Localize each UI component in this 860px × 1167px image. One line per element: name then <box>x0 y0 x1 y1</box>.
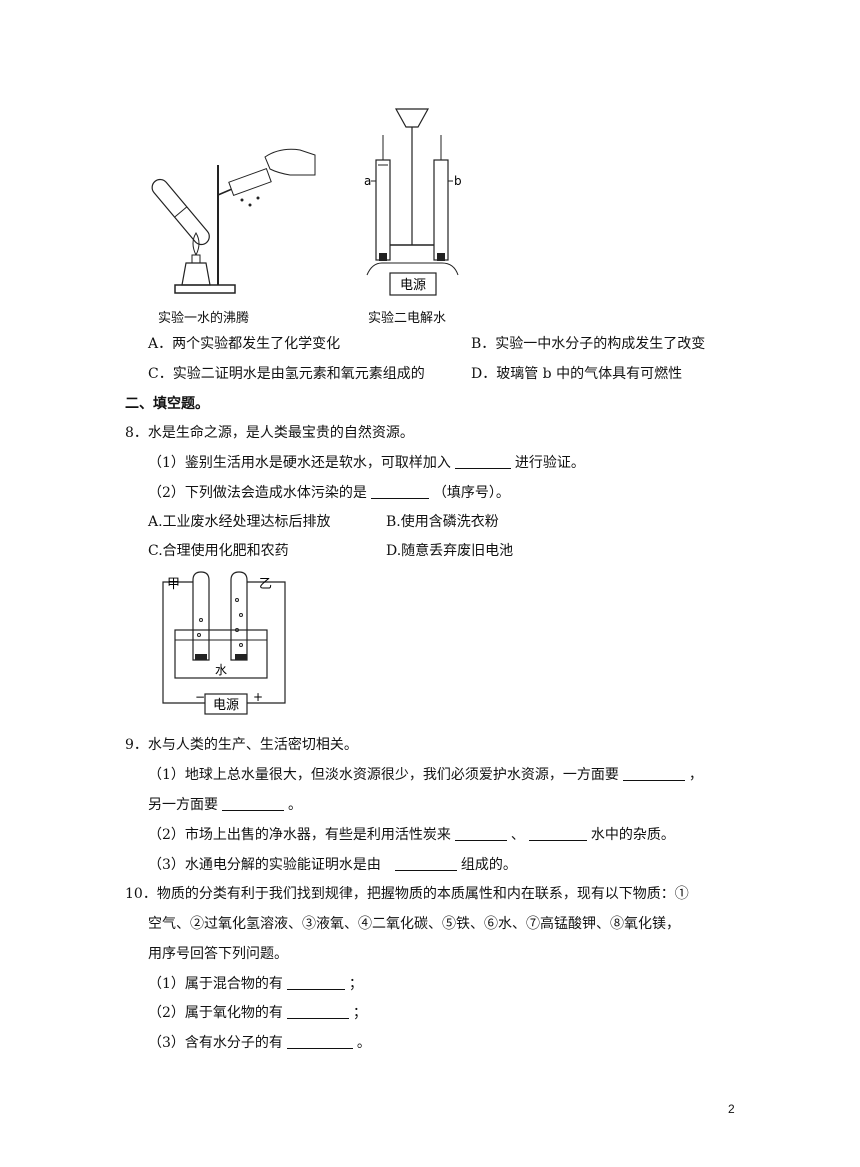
figure3-water-label: 水 <box>215 663 227 677</box>
q8-part2: （2）下列做法会造成水体污染的是 （填序号）。 <box>148 483 510 503</box>
q8-part2-pre: （2）下列做法会造成水体污染的是 <box>148 485 367 501</box>
q10-blank3[interactable] <box>286 1034 353 1049</box>
figure3-label-jia: 甲 <box>167 577 180 592</box>
q7-option-c: C．实验二证明水是由氢元素和氧元素组成的 <box>148 366 425 382</box>
q9-part1-line2-pre: 另一方面要 <box>148 797 218 813</box>
q8-option-c: C.合理使用化肥和农药 <box>148 543 289 559</box>
figure3-minus: − <box>195 690 205 704</box>
q8-blank1[interactable] <box>454 454 511 469</box>
q10-part1-post: ； <box>348 976 363 992</box>
q10-part2-pre: （2）属于氧化物的有 <box>148 1005 283 1021</box>
q8-option-a: A.工业废水经处理达标后排放 <box>148 514 331 530</box>
figure-electrolysis: 电源 a b <box>364 108 462 296</box>
q8-option-d: D.随意丢弃废旧电池 <box>386 543 514 559</box>
q8-option-b: B.使用含磷洗衣粉 <box>386 514 499 530</box>
q10-part1-pre: （1）属于混合物的有 <box>148 976 283 992</box>
figure3-plus: + <box>253 690 263 704</box>
figure2-power-label: 电源 <box>400 278 426 293</box>
q9-part3-post: 组成的。 <box>460 857 517 873</box>
q10-blank2[interactable] <box>286 1004 349 1019</box>
q10-part1: （1）属于混合物的有 ； <box>148 974 363 994</box>
q10-line1: 10．物质的分类有利于我们找到规律，把握物质的本质属性和内在联系，现有以下物质：… <box>125 886 689 902</box>
q8-stem: 8．水是生命之源，是人类最宝贵的自然资源。 <box>125 425 414 441</box>
q9-part1-end: ， <box>688 767 703 783</box>
q9-blank5[interactable] <box>394 856 457 871</box>
q9-stem: 9．水与人类的生产、生活密切相关。 <box>125 737 358 753</box>
q10-line3: 用序号回答下列问题。 <box>148 946 288 962</box>
page-number: 2 <box>728 1102 735 1116</box>
q9-blank3[interactable] <box>454 826 507 841</box>
q9-blank1[interactable] <box>622 766 685 781</box>
q9-part1-pre: （1）地球上总水量很大，但淡水资源很少，我们必须爱护水资源，一方面要 <box>148 767 619 783</box>
figure-electrolysis-jia-yi: 水 电源 − + 甲 乙 <box>162 571 286 715</box>
q9-part3-pre: （3）水通电分解的实验能证明水是由 <box>148 857 381 873</box>
q10-part3-pre: （3）含有水分子的有 <box>148 1035 283 1051</box>
figure-boiling-water <box>151 148 316 294</box>
q9-part2-post: 水中的杂质。 <box>590 827 675 843</box>
q9-blank4[interactable] <box>528 826 587 841</box>
q10-part2: （2）属于氧化物的有 ； <box>148 1003 367 1023</box>
q9-blank2[interactable] <box>222 796 284 811</box>
q8-part1-post: 进行验证。 <box>514 455 585 471</box>
figure1-caption: 实验一水的沸腾 <box>158 311 250 326</box>
q10-part2-post: ； <box>352 1005 367 1021</box>
figure2-label-a: a <box>364 174 371 188</box>
q10-blank1[interactable] <box>286 975 345 990</box>
q9-part3: （3）水通电分解的实验能证明水是由 组成的。 <box>148 855 517 875</box>
q9-part2-pre: （2）市场上出售的净水器，有些是利用活性炭来 <box>148 827 451 843</box>
figure2-caption: 实验二电解水 <box>368 311 447 326</box>
q8-part1: （1）鉴别生活用水是硬水还是软水，可取样加入 进行验证。 <box>148 453 585 473</box>
q9-part1: （1）地球上总水量很大，但淡水资源很少，我们必须爱护水资源，一方面要 ， <box>148 765 703 785</box>
q10-line2: 空气、②过氧化氢溶液、③液氧、④二氧化碳、⑤铁、⑥水、⑦高锰酸钾、⑧氧化镁， <box>148 916 680 932</box>
q9-part1-line2-post: 。 <box>288 797 302 813</box>
figure3-label-yi: 乙 <box>259 577 272 592</box>
figure2-label-b: b <box>454 174 462 188</box>
q8-part2-post: （填序号）。 <box>432 485 510 501</box>
q8-blank2[interactable] <box>370 484 429 499</box>
section-heading: 二、填空题。 <box>125 396 209 412</box>
q9-part2: （2）市场上出售的净水器，有些是利用活性炭来 、 水中的杂质。 <box>148 825 675 845</box>
q7-option-d: D．玻璃管 b 中的气体具有可燃性 <box>471 366 683 382</box>
q7-option-a: A．两个实验都发生了化学变化 <box>148 336 341 352</box>
q10-part3: （3）含有水分子的有 。 <box>148 1033 371 1053</box>
q8-part1-pre: （1）鉴别生活用水是硬水还是软水，可取样加入 <box>148 455 451 471</box>
q9-part2-mid: 、 <box>510 827 525 843</box>
q9-part1-line2: 另一方面要 。 <box>148 795 302 815</box>
figure3-power-label: 电源 <box>213 698 239 713</box>
q7-option-b: B．实验一中水分子的构成发生了改变 <box>471 336 706 352</box>
q10-part3-post: 。 <box>356 1035 371 1051</box>
